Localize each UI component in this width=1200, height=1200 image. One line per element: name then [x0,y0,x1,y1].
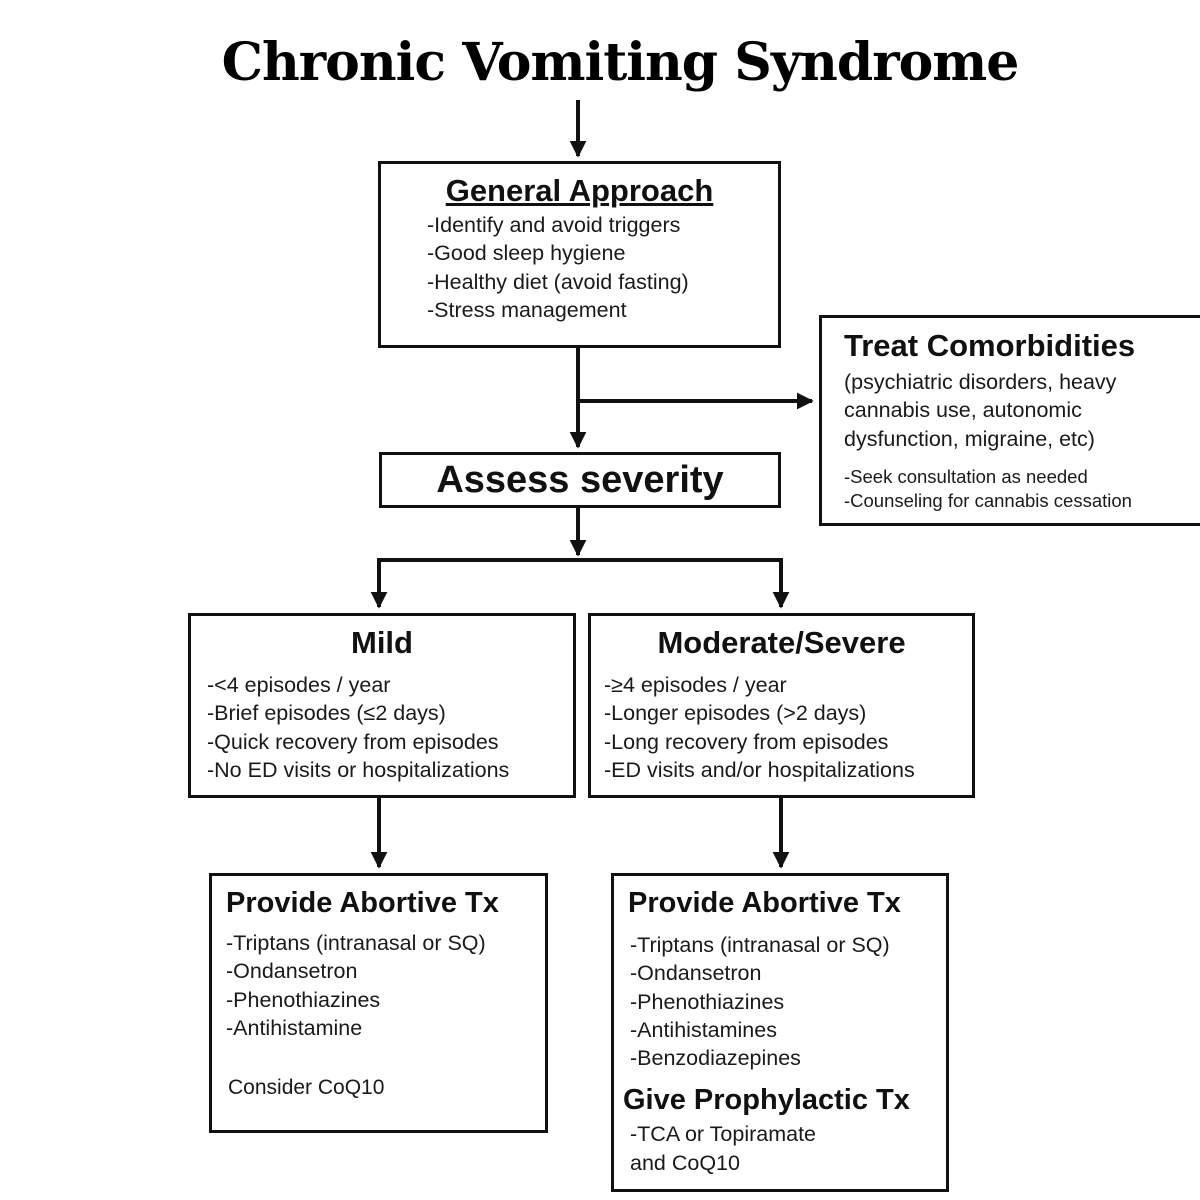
list-item: -Benzodiazepines [630,1046,801,1071]
list-item: -Good sleep hygiene [427,241,626,266]
general-approach-heading: General Approach [445,173,714,208]
description-line: (psychiatric disorders, heavy [844,370,1117,394]
coq10-note: Consider CoQ10 [228,1076,385,1100]
list-item: -Longer episodes (>2 days) [604,701,867,726]
list-item: -Ondansetron [226,959,358,984]
moderate-criteria-list: -≥4 episodes / year -Longer episodes (>2… [604,671,972,784]
list-item: -Counseling for cannabis cessation [844,489,1132,511]
general-approach-box: General Approach -Identify and avoid tri… [378,161,781,348]
list-item: -Stress management [427,297,627,322]
mild-criteria-list: -<4 episodes / year -Brief episodes (≤2 … [207,671,573,784]
prophylactic-tx-heading: Give Prophylactic Tx [623,1084,910,1117]
list-item: -Long recovery from episodes [604,729,889,754]
assess-severity-box: Assess severity [379,452,781,508]
page-title: Chronic Vomiting Syndrome [221,32,1020,93]
list-item: -Antihistamines [630,1017,777,1042]
list-item: -Triptans (intranasal or SQ) [630,933,890,957]
prophylactic-tx-list: -TCA or Topiramate and CoQ10 [630,1120,946,1177]
list-item: -Seek consultation as needed [844,465,1088,487]
moderate-severe-heading: Moderate/Severe [657,625,906,660]
moderate-severe-box: Moderate/Severe -≥4 episodes / year -Lon… [588,613,975,798]
treat-comorbidities-box: Treat Comorbidities (psychiatric disorde… [819,315,1200,526]
abortive-tx-mild-list: -Triptans (intranasal or SQ) -Ondansetro… [226,929,545,1042]
list-item: -Quick recovery from episodes [207,729,499,754]
list-item: -Phenothiazines [630,989,785,1014]
list-item: -Healthy diet (avoid fasting) [427,269,689,294]
abortive-tx-moderate-heading: Provide Abortive Tx [628,887,901,919]
list-item: -ED visits and/or hospitalizations [604,757,915,782]
description-line: cannabis use, autonomic [844,398,1082,423]
abortive-tx-mild-box: Provide Abortive Tx -Triptans (intranasa… [209,873,548,1133]
comorbidities-list: -Seek consultation as needed -Counseling… [844,465,1200,513]
treat-comorbidities-heading: Treat Comorbidities [844,328,1136,363]
list-item: -No ED visits or hospitalizations [207,757,510,782]
assess-severity-label: Assess severity [436,459,724,501]
list-item: -Antihistamine [226,1015,363,1040]
abortive-tx-mild-heading: Provide Abortive Tx [226,887,499,919]
list-item: -Brief episodes (≤2 days) [207,701,446,726]
mild-heading: Mild [351,625,413,660]
comorbidities-description: (psychiatric disorders, heavy cannabis u… [844,368,1200,453]
list-item: -TCA or Topiramate [630,1122,817,1147]
description-line: dysfunction, migraine, etc) [844,426,1095,451]
list-item: -Phenothiazines [226,987,381,1012]
list-item: and CoQ10 [630,1150,740,1175]
general-approach-list: -Identify and avoid triggers -Good sleep… [427,211,778,324]
list-item: -≥4 episodes / year [604,673,787,697]
abortive-tx-moderate-box: Provide Abortive Tx -Triptans (intranasa… [611,873,949,1192]
mild-box: Mild -<4 episodes / year -Brief episodes… [188,613,576,798]
list-item: -Ondansetron [630,961,762,986]
abortive-tx-moderate-list: -Triptans (intranasal or SQ) -Ondansetro… [630,931,946,1072]
list-item: -Triptans (intranasal or SQ) [226,931,486,955]
list-item: -<4 episodes / year [207,673,391,697]
list-item: -Identify and avoid triggers [427,213,681,237]
